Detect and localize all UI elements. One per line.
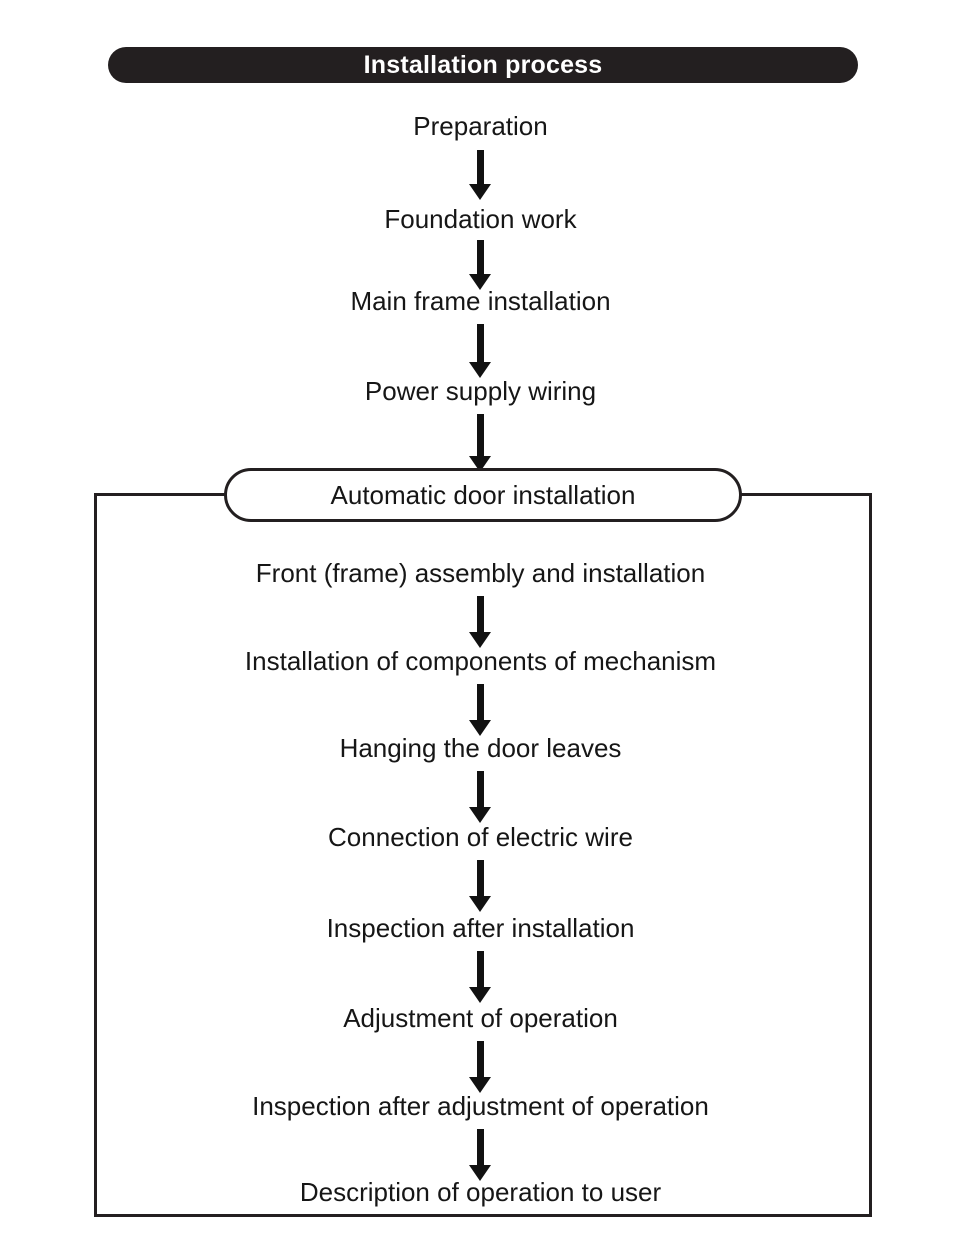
- step-adjustment-of-operation: Adjustment of operation: [343, 1003, 618, 1033]
- arrow-down-icon: [468, 1041, 492, 1093]
- automatic-door-installation-group: [94, 494, 872, 1217]
- group-terminator-label: Automatic door installation: [330, 480, 636, 510]
- step-front-frame-assembly-and-installation: Front (frame) assembly and installation: [255, 558, 706, 588]
- arrow-down-icon: [468, 150, 492, 200]
- step-foundation-work: Foundation work: [384, 204, 577, 234]
- step-connection-of-electric-wire: Connection of electric wire: [328, 822, 633, 852]
- step-power-supply-wiring: Power supply wiring: [364, 376, 597, 406]
- step-description-of-operation-to-user: Description of operation to user: [299, 1177, 662, 1207]
- group-connector-left: [94, 493, 229, 496]
- arrow-down-icon: [468, 414, 492, 472]
- step-installation-of-components-of-mechanism: Installation of components of mechanism: [244, 646, 717, 676]
- arrow-down-icon: [468, 771, 492, 823]
- step-main-frame-installation: Main frame installation: [350, 286, 611, 316]
- group-connector-right: [737, 493, 872, 496]
- group-terminator-automatic-door-installation: Automatic door installation: [224, 468, 742, 522]
- step-inspection-after-installation: Inspection after installation: [326, 913, 635, 943]
- arrow-down-icon: [468, 324, 492, 378]
- arrow-down-icon: [468, 596, 492, 648]
- step-preparation: Preparation: [413, 111, 548, 141]
- arrow-down-icon: [468, 684, 492, 736]
- page-title: Installation process: [363, 50, 603, 79]
- diagram-title-banner: Installation process: [108, 47, 858, 83]
- arrow-down-icon: [468, 240, 492, 290]
- arrow-down-icon: [468, 860, 492, 912]
- arrow-down-icon: [468, 951, 492, 1003]
- arrow-down-icon: [468, 1129, 492, 1181]
- step-hanging-the-door-leaves: Hanging the door leaves: [339, 733, 622, 763]
- step-inspection-after-adjustment-of-operation: Inspection after adjustment of operation: [252, 1091, 709, 1121]
